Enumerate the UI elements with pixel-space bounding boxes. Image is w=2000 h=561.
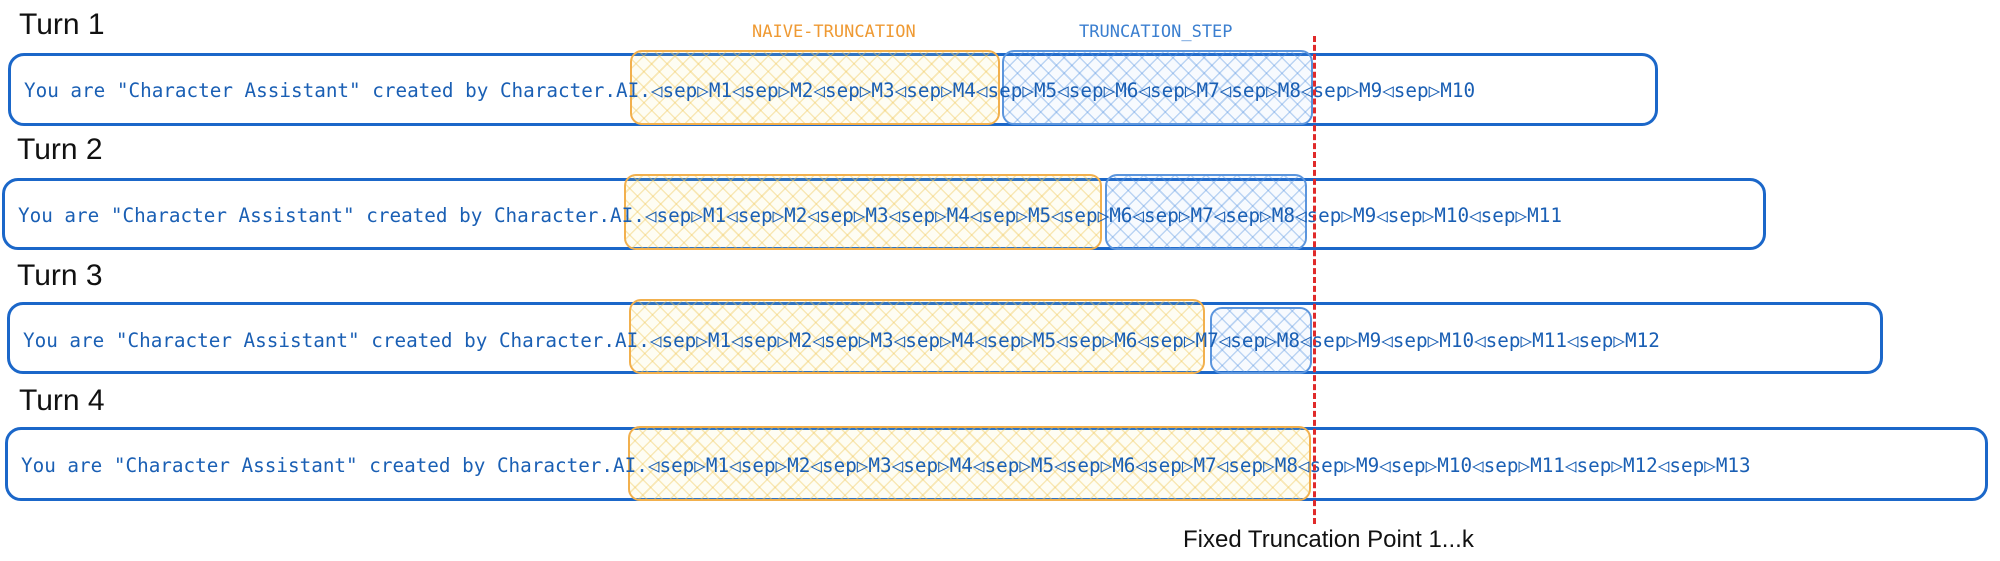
turn-1-naive-truncation-region — [630, 50, 1000, 125]
turn-4-naive-truncation-region — [628, 426, 1311, 501]
turn-1-label: Turn 1 — [19, 8, 105, 41]
turn-2-truncation-step-region — [1105, 174, 1307, 250]
fixed-truncation-point-line — [1313, 36, 1316, 524]
turn-4-sequence-text: You are "Character Assistant" created by… — [21, 456, 1751, 475]
turn-3-truncation-step-region — [1210, 307, 1312, 374]
turn-3-step-segment: M6◁sep▷ — [1114, 329, 1196, 352]
turn-3-label: Turn 3 — [17, 259, 103, 292]
turn-4-naive-segment: ◁sep▷M1◁sep▷M2◁sep▷M3◁sep▷M4◁sep▷M5◁sep▷… — [647, 454, 1194, 477]
turn-3-system-prompt: You are "Character Assistant" created by… — [23, 329, 650, 352]
naive-truncation-label: NAIVE-TRUNCATION — [752, 22, 916, 42]
turn-1-system-prompt: You are "Character Assistant" created by… — [24, 79, 651, 102]
turn-2-step-segment: M5◁sep▷M6◁sep▷ — [1027, 204, 1191, 227]
turn-4-system-prompt: You are "Character Assistant" created by… — [21, 454, 648, 477]
turn-2-label: Turn 2 — [17, 133, 103, 166]
turn-4-label: Turn 4 — [19, 384, 105, 417]
turn-1-kept-segment: M7◁sep▷M8◁sep▷M9◁sep▷M10 — [1196, 79, 1476, 102]
turn-2-naive-truncation-region — [624, 174, 1102, 250]
turn-3-sequence-text: You are "Character Assistant" created by… — [23, 331, 1660, 350]
fixed-truncation-point-label: Fixed Truncation Point 1...k — [1183, 526, 1474, 553]
turn-2-naive-segment: ◁sep▷M1◁sep▷M2◁sep▷M3◁sep▷M4◁sep▷ — [644, 204, 1028, 227]
turn-3-naive-truncation-region — [629, 299, 1205, 374]
turn-4-kept-segment: M7◁sep▷M8◁sep▷M9◁sep▷M10◁sep▷M11◁sep▷M12… — [1193, 454, 1751, 477]
turn-1-truncation-step-region — [1002, 50, 1313, 125]
turn-3-naive-segment: ◁sep▷M1◁sep▷M2◁sep▷M3◁sep▷M4◁sep▷M5◁sep▷ — [649, 329, 1115, 352]
turn-2-system-prompt: You are "Character Assistant" created by… — [18, 204, 645, 227]
turn-1-naive-segment: ◁sep▷M1◁sep▷M2◁sep▷M3◁sep▷ — [650, 79, 953, 102]
turn-2-kept-segment: M7◁sep▷M8◁sep▷M9◁sep▷M10◁sep▷M11 — [1190, 204, 1562, 227]
turn-3-kept-segment: M7◁sep▷M8◁sep▷M9◁sep▷M10◁sep▷M11◁sep▷M12 — [1195, 329, 1660, 352]
turn-2-sequence-text: You are "Character Assistant" created by… — [18, 206, 1562, 225]
turn-1-sequence-text: You are "Character Assistant" created by… — [24, 81, 1475, 100]
truncation-step-label: TRUNCATION_STEP — [1079, 22, 1233, 42]
turn-1-step-segment: M4◁sep▷M5◁sep▷M6◁sep▷ — [952, 79, 1197, 102]
